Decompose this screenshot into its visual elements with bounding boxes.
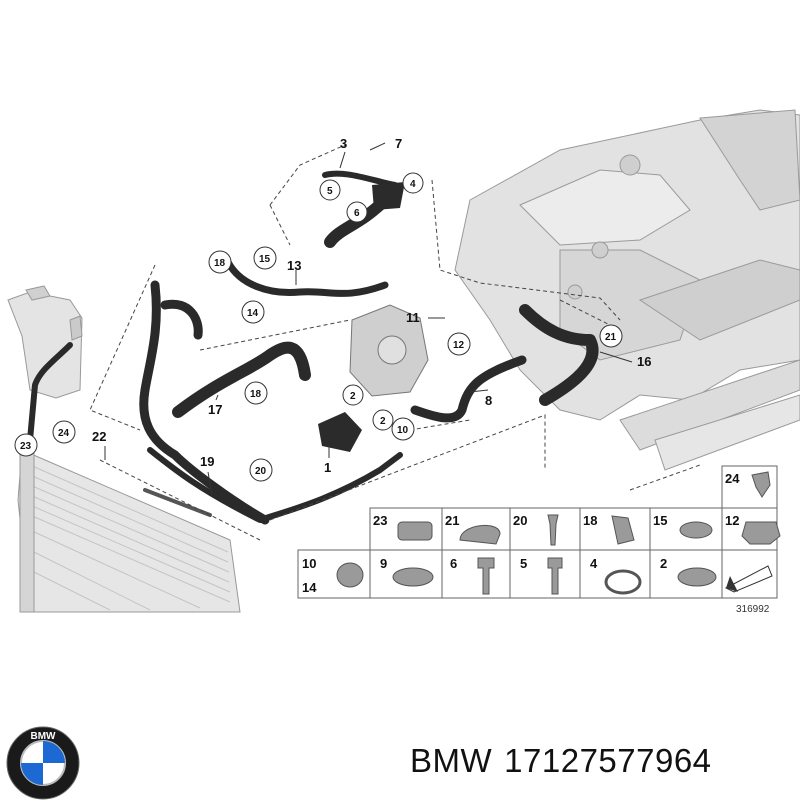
legend-15: 15 (653, 513, 667, 528)
clamp-10-icon (336, 562, 364, 588)
hose-left-long (139, 280, 270, 525)
label-14: 14 (247, 308, 259, 319)
legend-4: 4 (590, 556, 598, 571)
label-22: 22 (92, 429, 106, 444)
seal-4-icon (604, 569, 642, 595)
part-6-body (372, 182, 405, 210)
thermostat-housing (349, 304, 429, 397)
label-21: 21 (605, 332, 617, 343)
label-24: 24 (58, 428, 70, 439)
legend-9: 9 (380, 556, 387, 571)
clamp-21-icon (459, 524, 501, 545)
callouts: 3 7 5 4 6 18 15 13 14 11 12 21 16 2 2 10… (14, 136, 651, 482)
label-11: 11 (406, 310, 420, 325)
expansion-tank (7, 285, 83, 399)
label-4: 4 (410, 179, 416, 190)
engine-block (454, 109, 800, 471)
label-2b: 2 (380, 416, 386, 427)
label-19: 19 (200, 454, 214, 469)
nut-12-icon (741, 521, 781, 545)
legend-24: 24 (725, 471, 740, 486)
label-8: 8 (485, 393, 492, 408)
hose-left-top (160, 299, 203, 340)
hoses (27, 170, 599, 525)
legend-18: 18 (583, 513, 597, 528)
legend-table: 24 23 21 20 18 15 12 10 14 9 6 5 4 2 (297, 465, 781, 615)
hose-3 (322, 170, 398, 188)
logo-text: BMW (31, 731, 57, 742)
clip-18-icon (611, 515, 635, 545)
label-2a: 2 (350, 391, 356, 402)
label-16: 16 (637, 354, 651, 369)
part-1-body (318, 412, 362, 452)
legend-21: 21 (445, 513, 459, 528)
label-23: 23 (20, 441, 32, 452)
label-18b: 18 (250, 389, 262, 400)
label-7: 7 (395, 136, 402, 151)
brand-name: BMW (410, 742, 493, 779)
clamp-2-icon (677, 567, 717, 587)
part-icons (336, 471, 781, 595)
part-title: BMW 17127577964 (410, 742, 724, 780)
legend-6: 6 (450, 556, 457, 571)
clamp-15-icon (679, 521, 713, 539)
legend-5: 5 (520, 556, 527, 571)
label-1: 1 (324, 460, 331, 475)
label-6: 6 (354, 208, 360, 219)
legend-10: 10 (302, 556, 316, 571)
label-15: 15 (259, 254, 271, 265)
label-17: 17 (208, 402, 222, 417)
dashed-leaders (89, 144, 701, 541)
bolt-5-icon (547, 557, 563, 595)
label-10: 10 (397, 425, 409, 436)
legend-14: 14 (302, 580, 317, 595)
bolt-6-icon (477, 557, 495, 595)
label-13: 13 (287, 258, 301, 273)
legend-20: 20 (513, 513, 527, 528)
part-number: 17127577964 (504, 742, 712, 779)
direction-arrow-icon (724, 565, 773, 593)
hose-tank (27, 342, 73, 443)
hose-13 (224, 258, 389, 297)
label-5: 5 (327, 186, 333, 197)
label-18a: 18 (214, 258, 226, 269)
legend-23: 23 (373, 513, 387, 528)
label-3: 3 (340, 136, 347, 151)
doc-number: 316992 (736, 604, 770, 615)
clamp-9-icon (392, 567, 434, 587)
label-12: 12 (453, 340, 465, 351)
clip-24-icon (751, 471, 771, 498)
screw-20-icon (547, 514, 559, 546)
hose-8 (410, 355, 527, 423)
hose-16 (519, 304, 599, 406)
bmw-logo-icon: BMW (6, 726, 80, 800)
label-20: 20 (255, 466, 267, 477)
legend-2: 2 (660, 556, 667, 571)
clamp-23-icon (397, 521, 433, 541)
legend-12: 12 (725, 513, 739, 528)
hose-17 (172, 341, 311, 418)
hose-19 (147, 447, 403, 523)
